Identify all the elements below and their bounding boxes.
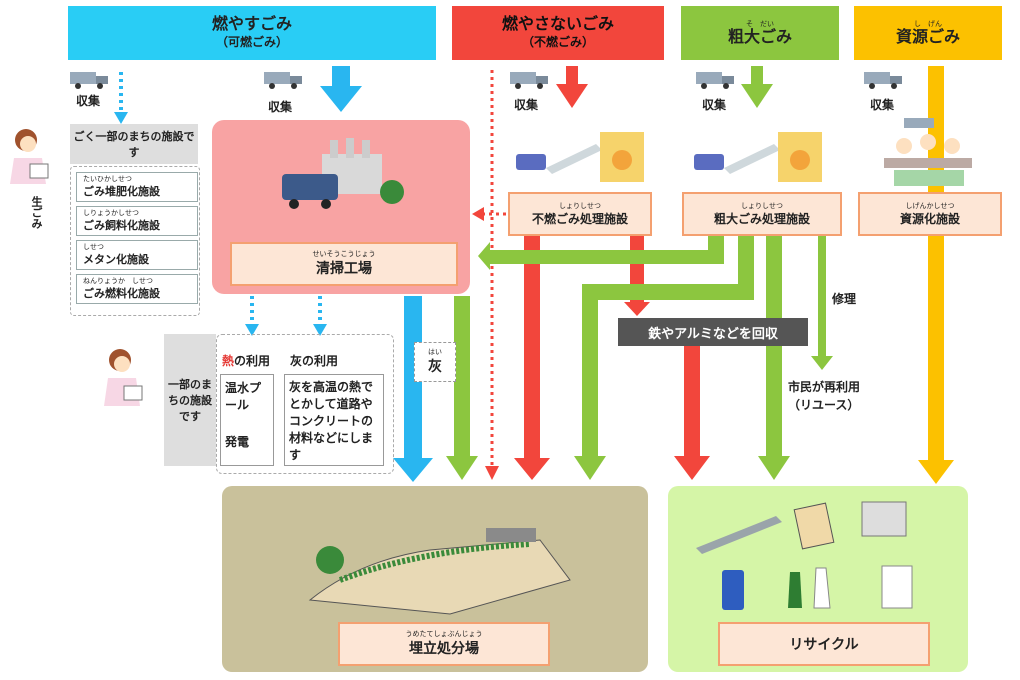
recycle-items-illustration (692, 496, 952, 618)
landfill-illustration (300, 520, 580, 624)
collect-label-1: 収集 (76, 94, 101, 108)
collect-label-2: 収集 (268, 100, 293, 114)
header-nonburnable-sub: （不燃ごみ） (521, 35, 594, 49)
header-bulky-title: 粗大ごみ (727, 27, 792, 46)
sorting-illustration (884, 114, 974, 196)
truck-icon-1 (68, 68, 112, 94)
reuse-label-1: 市民が再利用 (788, 380, 861, 394)
repair-label: 修理 (832, 292, 857, 306)
incinerator-illustration (272, 134, 412, 218)
collect-label-4: 収集 (702, 98, 727, 112)
blue-dotted (119, 72, 322, 326)
landfill-label: うめたてしょぶんじょう 埋立処分場 (338, 622, 550, 666)
red-arrows (514, 66, 710, 480)
compost-item-4: ねんりょうか しせつ ごみ燃料化施設 (76, 274, 198, 304)
notice-top: ごく一部のまちの施設です (70, 124, 198, 164)
header-burnable-title: 燃やすごみ (211, 14, 292, 33)
incinerator-label: せいそうこうじょう 清掃工場 (230, 242, 458, 286)
guide-person-icon-1 (6, 124, 54, 192)
notice-side: 一部のまちの施設です (164, 334, 216, 466)
header-burnable-sub: （可燃ごみ） (215, 35, 288, 49)
header-burnable: 燃やすごみ （可燃ごみ） (68, 6, 436, 60)
header-nonburnable: 燃やさないごみ （不燃ごみ） (452, 6, 664, 60)
bulky-plant-label: しょりしせつ 粗大ごみ処理施設 (682, 192, 842, 236)
recycle-label: リサイクル (718, 622, 930, 666)
reuse-label-2: （リユース） (788, 398, 860, 412)
truck-icon-5 (862, 68, 906, 94)
header-bulky-ruby: そ だい (746, 20, 774, 28)
compost-facility-group (70, 166, 200, 316)
header-resource-title: 資源ごみ (895, 27, 960, 46)
heat-use-title: 熱の利用 (222, 354, 271, 368)
resource-plant-label: しげんかしせつ 資源化施設 (858, 192, 1002, 236)
ash-use-title: 灰の利用 (290, 354, 339, 368)
heat-use-item-1: 温水プール (225, 381, 262, 412)
truck-icon-3 (508, 68, 552, 94)
truck-icon-2 (262, 68, 306, 94)
namagomi-label: 生ごみ (30, 196, 43, 229)
green-arrows (446, 66, 833, 480)
usage-panel (216, 334, 394, 474)
ash-use-text: 灰を高温の熱でとかして道路やコンクリートの材料などにします (284, 374, 384, 466)
heat-use-item-2: 発電 (225, 435, 250, 449)
heat-use-box: 温水プール 発電 (220, 374, 274, 466)
compost-item-1: たいひかしせつ ごみ堆肥化施設 (76, 172, 198, 202)
compost-item-3: しせつ メタン化施設 (76, 240, 198, 270)
crusher-illustration-1 (516, 124, 646, 194)
header-resource: し げん 資源ごみ (854, 6, 1002, 60)
crusher-illustration-2 (694, 124, 824, 194)
collect-label-5: 収集 (870, 98, 895, 112)
header-bulky: そ だい 粗大ごみ (681, 6, 839, 60)
nonburn-plant-label: しょりしせつ 不燃ごみ処理施設 (508, 192, 652, 236)
compost-item-2: しりょうかしせつ ごみ飼料化施設 (76, 206, 198, 236)
ash-label: はい 灰 (414, 342, 456, 382)
metal-recovery-label: 鉄やアルミなどを回収 (618, 318, 808, 346)
red-dotted (484, 70, 506, 470)
guide-person-icon-2 (98, 344, 150, 414)
header-resource-ruby: し げん (914, 20, 942, 28)
blue-arrows (320, 66, 433, 482)
truck-icon-4 (694, 68, 738, 94)
header-nonburnable-title: 燃やさないごみ (501, 14, 614, 33)
collect-label-3: 収集 (514, 98, 539, 112)
